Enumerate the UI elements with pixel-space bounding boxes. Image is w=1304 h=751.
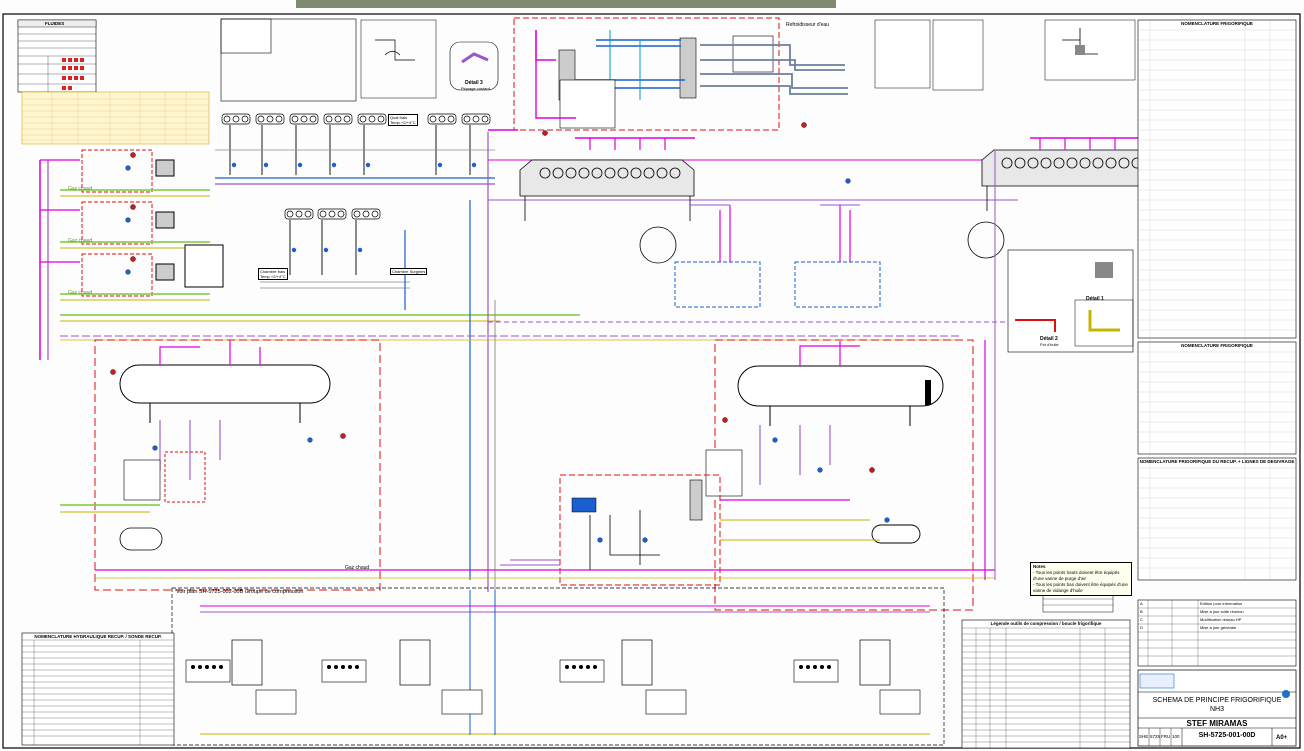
title-block <box>1137 669 1297 747</box>
nomenclature-frigo-title: NOMENCLATURE FRIGORIFIQUE <box>1181 21 1253 26</box>
drawing-subtitle: NH3 <box>1209 706 1224 713</box>
detail-1-2-box <box>1007 249 1134 353</box>
revision-desc-b: Mise à jour suite réunion <box>1200 609 1244 614</box>
revision-desc-c: Modification réseau HP <box>1200 617 1242 622</box>
main-header-lines <box>60 129 1228 592</box>
notes-box: Notes - Tous les points hauts doivent êt… <box>1030 562 1132 596</box>
revision-rev-c: C <box>1140 617 1143 622</box>
receiver-right <box>705 339 974 611</box>
gaz-chaud-label-3: Gaz chaud <box>68 290 93 296</box>
revision-block <box>1137 599 1297 667</box>
gaz-chaud-label-2: Gaz chaud <box>68 238 93 244</box>
notes-line-1: - Tous les points hauts doivent être équ… <box>1033 570 1120 581</box>
revision-rev-b: B <box>1140 609 1143 614</box>
quai-frais-label: Quai frais Temp.+2/+4°C <box>388 114 418 126</box>
oil-cooler-group <box>500 474 880 586</box>
receiver-left <box>94 339 381 591</box>
nomenclature-recup-title: NOMENCLATURE FRIGORIFIQUE DU RECUP. + LI… <box>1139 459 1295 464</box>
hydraulic-nomenclature-table <box>21 632 175 746</box>
scale-code-3: FRU <box>1161 734 1171 739</box>
compression-zone <box>171 587 945 746</box>
water-chiller-area <box>513 17 848 131</box>
cooling-load-table <box>21 91 210 145</box>
pump-skids <box>674 204 881 308</box>
tag-legend-table <box>961 619 1131 749</box>
chambre-surgeles-label: Chambre Surgelés <box>390 268 428 275</box>
instrument-bubbles-blue <box>125 165 890 543</box>
sheet-format: A0+ <box>1276 735 1288 741</box>
instrument-bubbles <box>110 122 875 473</box>
evaporative-condensers <box>519 137 1157 264</box>
air-cooler-units <box>39 149 224 360</box>
scale-code-4: 100 <box>1172 734 1180 739</box>
scale-code-2: 5725 <box>1150 734 1161 739</box>
revision-rev-d: D <box>1140 625 1143 630</box>
revision-desc-a: Edition pour information <box>1200 601 1243 606</box>
sheet-frame <box>2 13 1301 749</box>
revision-rev-a: A <box>1140 601 1143 606</box>
evaporator-piping <box>215 125 495 310</box>
nomenclature-hydraulique-title: NOMENCLATURE HYDRAULIQUE RECUP. / SONDE … <box>34 634 162 639</box>
drawing-title: SCHEMA DE PRINCIPE FRIGORIFIQUE <box>1152 697 1282 704</box>
gaz-chaud-label-1: Gaz chaud <box>68 186 93 192</box>
fluid-legend-table <box>17 19 97 93</box>
right-nomenclature-tables <box>1137 19 1297 581</box>
nomenclature-frigo-title-2: NOMENCLATURE FRIGORIFIQUE <box>1181 343 1253 348</box>
hot-gas-lines <box>60 150 996 580</box>
tag-legend-title: Légende outils de compression / boucle f… <box>990 621 1102 626</box>
chambre-frais-label: Chambre frais Temp.+2/+4°C <box>258 268 288 280</box>
drawing-number: SH-5725-001-00D <box>1198 732 1256 739</box>
evaporators-quai-frais <box>221 113 491 220</box>
detail-2-title: Détail 2 <box>1040 336 1058 342</box>
detail-blocks <box>220 18 1136 102</box>
scale-code-1: SHE <box>1139 734 1149 739</box>
detail-3-title: Détail 3 <box>465 80 483 86</box>
valve-markers <box>231 162 477 253</box>
gaz-chaud-label-4: Gaz chaud <box>345 565 370 571</box>
notes-line-2: - Tous les points bas doivent être équip… <box>1033 582 1128 593</box>
compression-reference: Voir plan SH-5725-002-00B Groupe de comp… <box>176 589 304 595</box>
fluids-table-title: FLUIDES <box>45 21 65 26</box>
detail-3-subtitle: Piquage costard <box>461 86 490 91</box>
detail-1-title: Détail 1 <box>1086 296 1104 302</box>
refroidisseur-label: Refroidisseur d'eau <box>786 22 829 28</box>
detail-2-subtitle: Pot d'huile <box>1040 342 1059 347</box>
project-name: STEF MIRAMAS <box>1186 719 1248 728</box>
notes-title: Notes <box>1033 564 1046 569</box>
revision-desc-d: Mise à jour générale <box>1200 625 1237 630</box>
top-banner <box>296 0 836 8</box>
